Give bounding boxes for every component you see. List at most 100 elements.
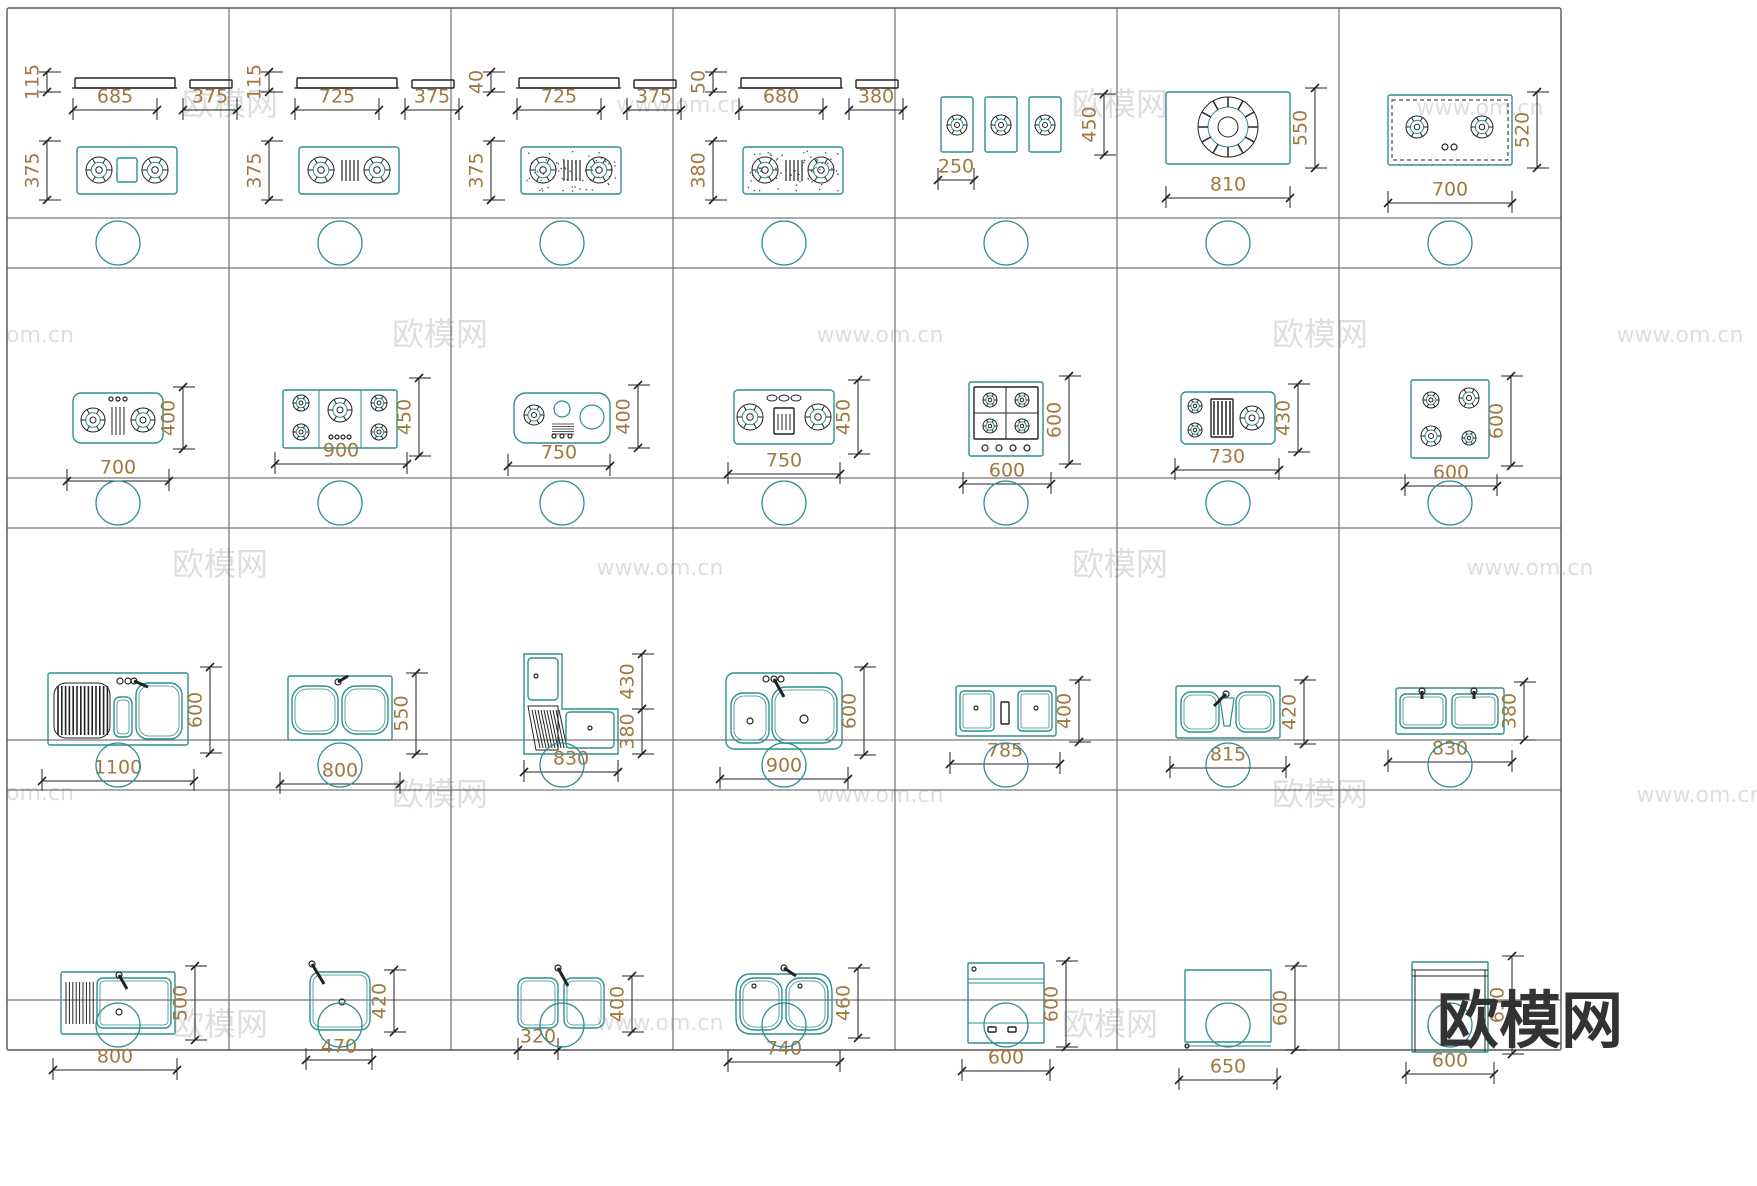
cell-1-6: 550 810 xyxy=(1162,84,1327,265)
dimension-height: 600 xyxy=(1041,986,1063,1022)
burner xyxy=(532,413,537,418)
speckle xyxy=(803,152,805,154)
burner xyxy=(86,413,100,427)
label-bubble xyxy=(96,221,140,265)
speckle xyxy=(811,171,813,173)
burner-grate xyxy=(603,177,606,182)
burner xyxy=(1467,436,1471,440)
speckle xyxy=(605,160,607,162)
burner-grate xyxy=(1412,133,1414,137)
knob xyxy=(767,395,777,401)
speckle xyxy=(821,184,823,186)
speckle xyxy=(560,168,562,170)
sheet-border xyxy=(7,8,1561,1050)
burner-grate xyxy=(822,424,825,429)
burner-grate xyxy=(97,410,99,414)
burner xyxy=(1245,411,1259,425)
dimension-width: 810 xyxy=(1210,174,1246,196)
dimension-width: 375 xyxy=(192,86,228,108)
sink-bowl xyxy=(1452,694,1498,728)
label-bubble xyxy=(318,221,362,265)
knob xyxy=(1024,445,1030,451)
burner-grate xyxy=(149,159,152,164)
label-bubble xyxy=(1206,1003,1250,1047)
label-bubble xyxy=(762,481,806,525)
hob-plan xyxy=(77,147,177,194)
domino-unit xyxy=(985,97,1017,152)
knob xyxy=(996,445,1002,451)
center-panel xyxy=(117,158,137,182)
cell-3-3: 430380830 xyxy=(520,650,654,787)
burner xyxy=(152,167,159,174)
dimension-height: 430 xyxy=(1273,400,1295,436)
speckle xyxy=(608,163,610,165)
speckle xyxy=(771,155,773,157)
speckle xyxy=(574,186,576,188)
burner xyxy=(540,167,547,174)
knob xyxy=(791,395,801,401)
speckle xyxy=(837,190,839,192)
burner xyxy=(955,123,960,128)
speckle xyxy=(795,190,797,192)
speckle xyxy=(816,159,818,161)
sink-bowl-inner xyxy=(1455,697,1495,725)
speckle xyxy=(796,184,798,186)
knob xyxy=(347,435,351,439)
speckle xyxy=(803,162,805,164)
cell-4-6: 600650 xyxy=(1175,962,1307,1090)
sink-bowl-inner xyxy=(1403,697,1443,725)
burner-grate xyxy=(1433,404,1435,407)
burner xyxy=(591,162,607,178)
burner xyxy=(90,417,96,423)
burner-grate xyxy=(1192,410,1193,412)
burner-grate xyxy=(1048,116,1050,119)
burner xyxy=(333,403,347,417)
knob xyxy=(1010,445,1016,451)
label-bubble xyxy=(984,1003,1028,1047)
burner xyxy=(596,167,603,174)
speckle xyxy=(767,152,769,154)
speckle xyxy=(596,160,598,162)
dimension-height: 380 xyxy=(1499,693,1521,729)
speckle xyxy=(837,153,839,155)
drain xyxy=(116,1009,122,1015)
faucet-base xyxy=(117,678,123,684)
label-bubble xyxy=(1206,221,1250,265)
speckle xyxy=(836,170,838,172)
burner-grate xyxy=(147,426,149,430)
domino-unit xyxy=(941,97,973,152)
burner-grate xyxy=(529,420,531,423)
speckle xyxy=(777,158,779,160)
speckle xyxy=(748,187,750,189)
burner-grate xyxy=(547,177,550,182)
drain xyxy=(588,726,592,730)
dimension-height: 40 xyxy=(466,70,488,94)
speckle xyxy=(607,183,609,185)
speckle xyxy=(588,155,590,157)
dimension-height: 400 xyxy=(1054,693,1076,729)
knob xyxy=(109,397,113,401)
burner-grate xyxy=(529,406,531,409)
appliance-plan xyxy=(1185,970,1271,1042)
burner-grate xyxy=(87,426,89,430)
speckle xyxy=(565,168,567,170)
burner xyxy=(296,427,306,437)
burner-grate xyxy=(759,177,762,182)
sink-plan xyxy=(1176,686,1280,738)
drain xyxy=(752,984,756,988)
drain xyxy=(747,718,753,724)
watermark-text: 欧模网 xyxy=(392,315,488,353)
speckle xyxy=(562,190,564,192)
dimension-height: 550 xyxy=(1290,110,1312,146)
burner-grate xyxy=(137,410,139,414)
burner-grate xyxy=(744,406,747,411)
dimension-width: 380 xyxy=(858,86,894,108)
logo: 欧模网 xyxy=(1437,984,1623,1057)
burner-grate xyxy=(987,394,988,396)
burner-grate xyxy=(325,159,328,164)
burner xyxy=(377,401,381,405)
dimension-height: 450 xyxy=(1079,106,1101,142)
sink-bowl xyxy=(342,686,388,734)
burner-grate xyxy=(1197,424,1198,426)
burner-grate xyxy=(381,177,384,182)
